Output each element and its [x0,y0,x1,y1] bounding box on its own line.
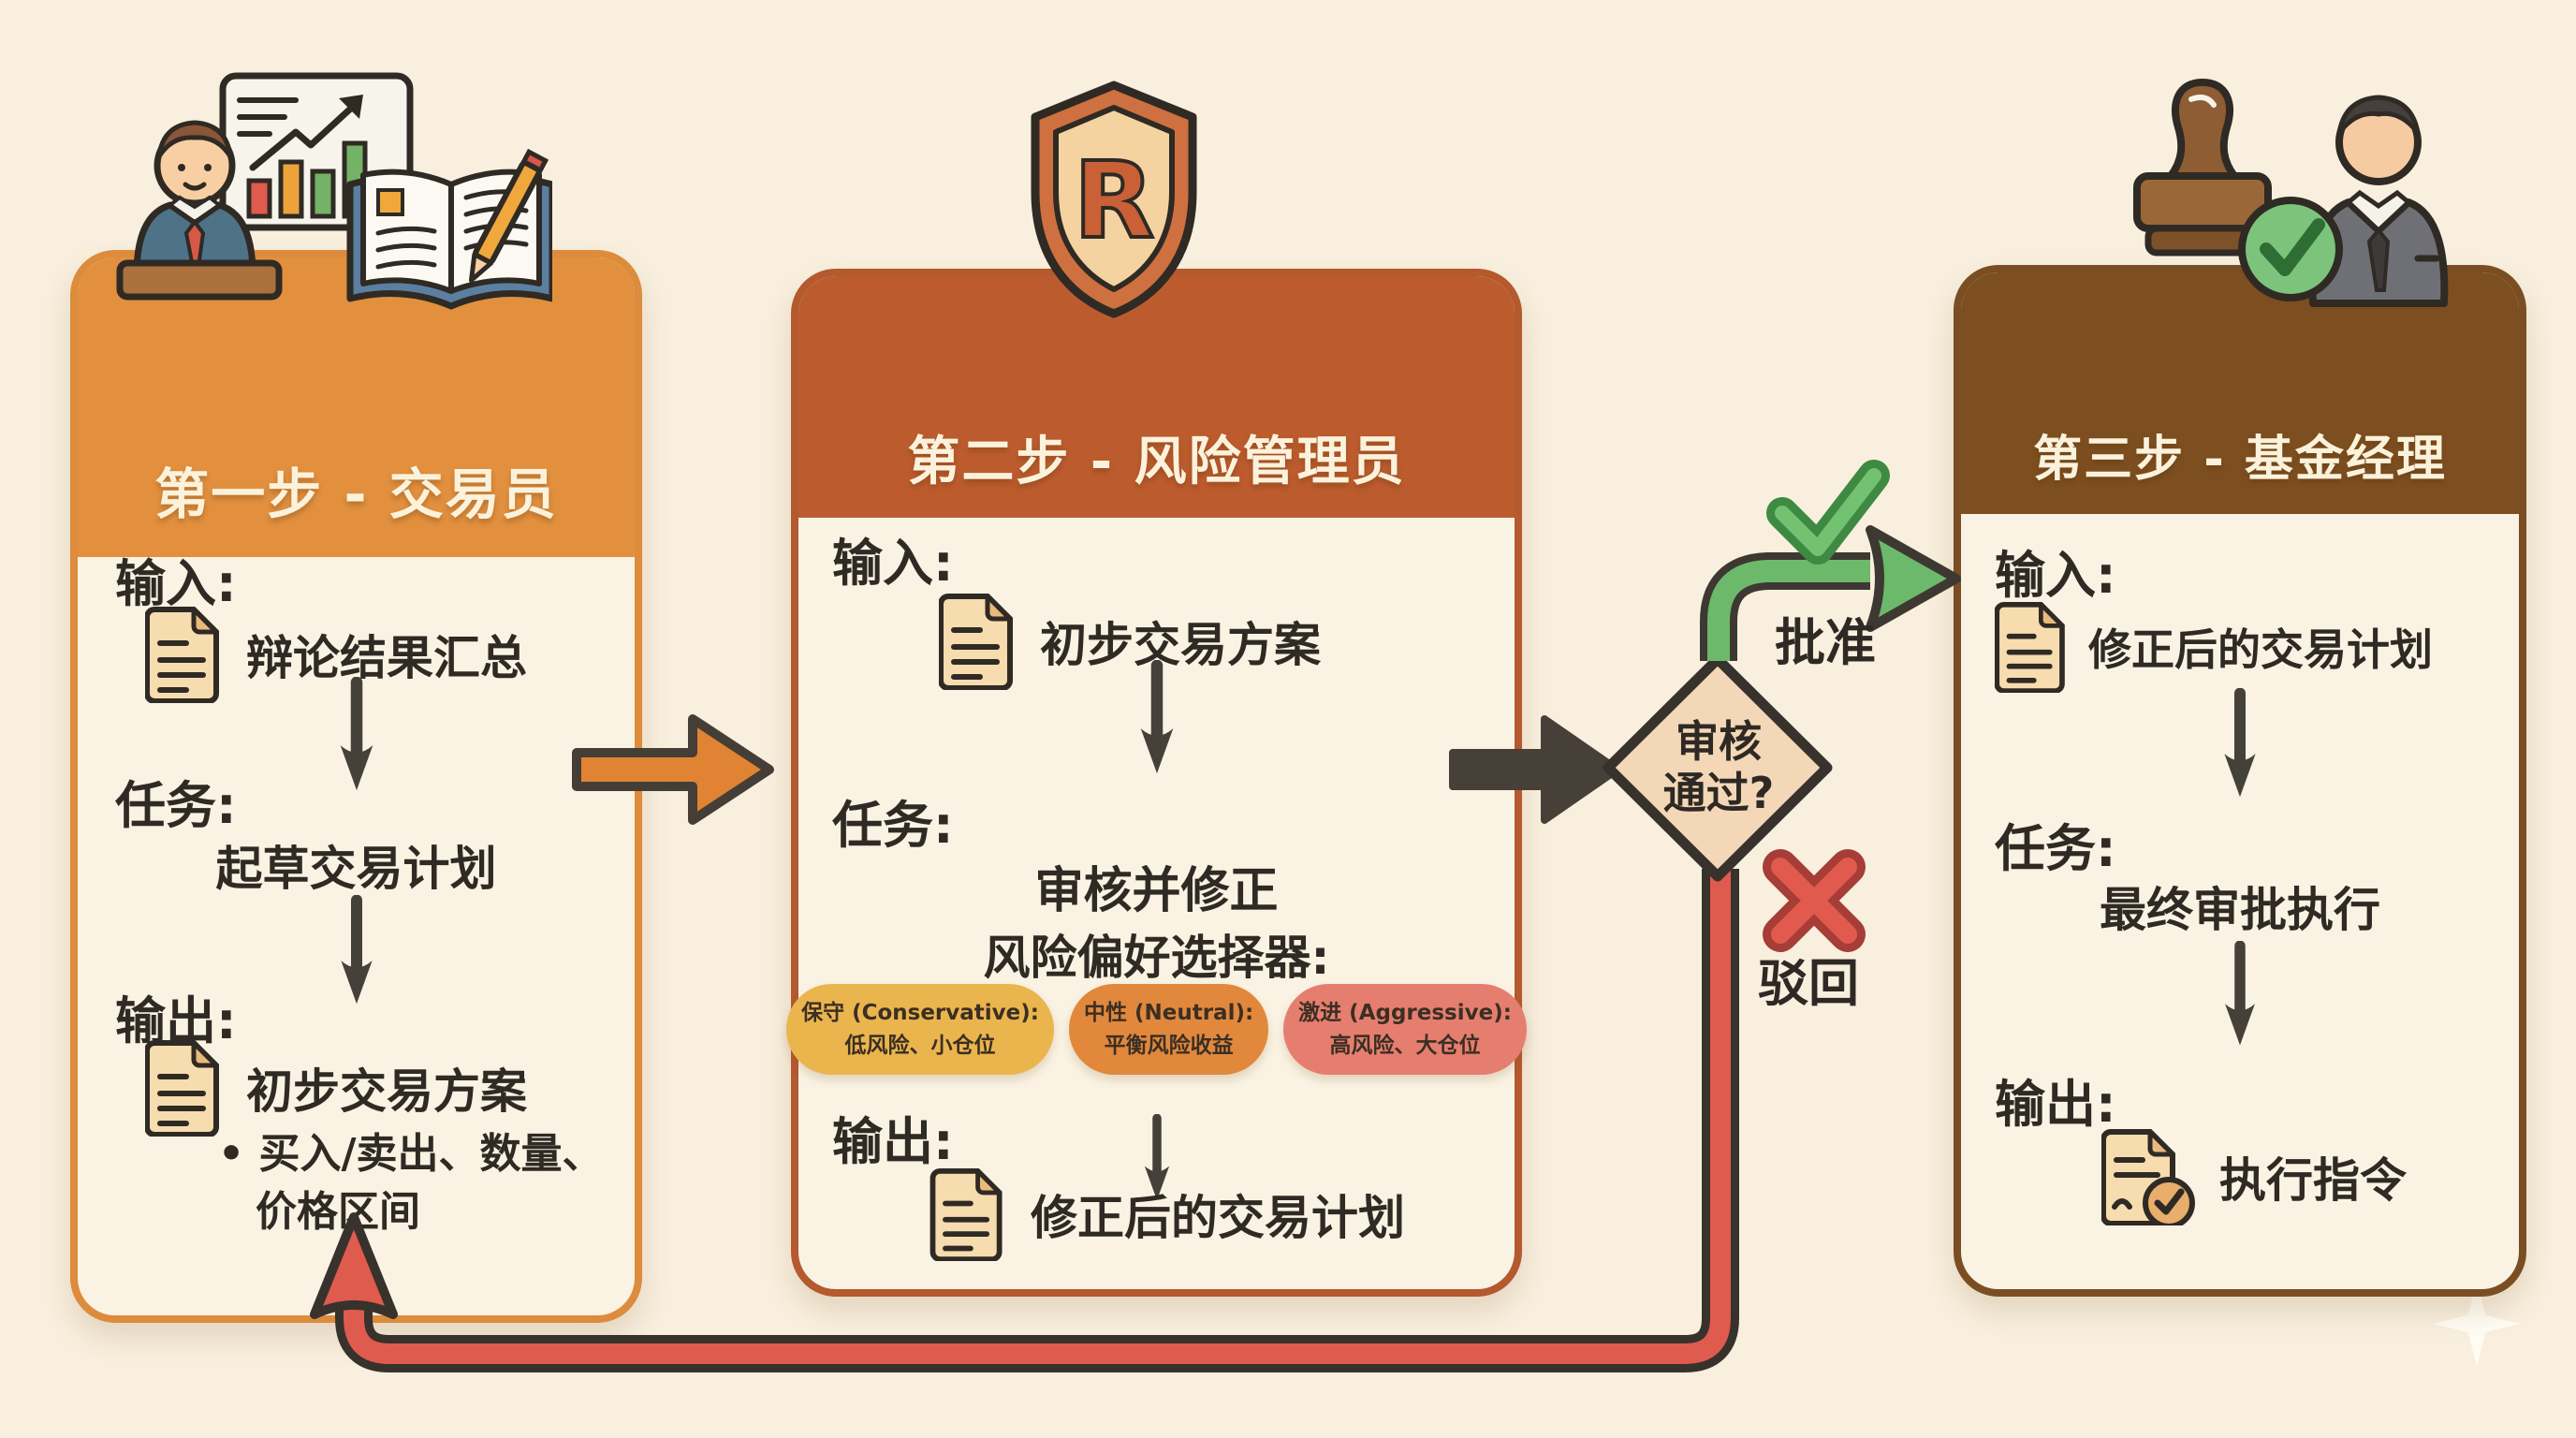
chip-neutral: 中性 (Neutral): 平衡风险收益 [1068,984,1269,1075]
step3-input-row: 修正后的交易计划 [1995,601,2433,693]
step2-illustration: R [1031,81,1197,318]
check-circle-icon [2238,197,2343,301]
step2-input-row: 初步交易方案 [939,593,1321,690]
step1-task-label: 任务: [115,776,237,835]
step1-trader-card: 第一步 - 交易员 输入: 辩论结果汇总 任务: 起草交易计划 输出: 初步交易… [70,250,642,1323]
step3-fund-manager-card: 第三步 - 基金经理 输入: 修正后的交易计划 任务: 最终审批执行 输出: 执… [1954,265,2526,1297]
shield-letter: R [1074,140,1154,262]
step2-title: 第二步 - 风险管理员 [907,432,1406,492]
step1-output-item: 初步交易方案 [246,1064,527,1119]
step3-title: 第三步 - 基金经理 [2033,432,2447,488]
step3-output-item: 执行指令 [2219,1153,2407,1208]
shield-r-icon: R [1031,81,1197,318]
chip-aggressive-line1: 激进 (Aggressive): [1298,1001,1512,1025]
step1-input-row: 辩论结果汇总 [145,606,527,703]
document-icon [929,1167,1006,1261]
chip-aggressive-line2: 高风险、大仓位 [1329,1033,1481,1058]
document-icon [145,606,222,703]
step3-input-item: 修正后的交易计划 [2088,624,2433,675]
step2-task-label: 任务: [832,796,954,855]
down-arrow-icon [336,677,375,794]
step3-header: 第三步 - 基金经理 [1961,272,2519,514]
approve-label: 批准 [1775,613,1876,672]
step1-task-item: 起草交易计划 [215,842,497,896]
stamp-icon [2133,79,2272,257]
step1-title: 第一步 - 交易员 [154,462,558,526]
risk-chips-row: 保守 (Conservative): 低风险、小仓位 中性 (Neutral):… [786,984,1527,1075]
decision-question: 审核 通过? [1612,665,1825,871]
open-book-icon [346,148,552,310]
step1-output-bullet-line1: • 买入/卖出、数量、 [218,1130,604,1178]
manager-avatar-icon [2308,95,2449,307]
step3-input-label: 输入: [1995,546,2116,605]
step3-task-label: 任务: [1995,819,2116,878]
step2-header: 第二步 - 风险管理员 [798,276,1515,518]
step1-illustration [116,72,552,310]
step1-input-label: 输入: [115,554,237,613]
step1-input-item: 辩论结果汇总 [246,631,527,685]
down-arrow-icon [337,895,375,1007]
cross-icon [1763,849,1866,952]
document-icon [1995,601,2068,693]
reject-label: 驳回 [1758,954,1859,1013]
step2-input-label: 输入: [832,534,954,593]
step3-task-item: 最终审批执行 [2100,883,2380,937]
step3-illustration [2133,79,2449,307]
chip-conservative: 保守 (Conservative): 低风险、小仓位 [786,984,1054,1075]
step1-header: 第一步 - 交易员 [78,257,635,557]
check-icon [1766,460,1890,565]
document-check-icon [2101,1128,2195,1225]
chip-conservative-line1: 保守 (Conservative): [801,1001,1039,1025]
down-arrow-icon [2222,941,2259,1049]
step3-output-row: 执行指令 [2101,1128,2407,1225]
trader-avatar-icon [116,120,283,301]
decision-question-line2: 通过? [1662,768,1775,818]
risk-selector-title: 风险偏好选择器: [983,931,1330,985]
step2-output-row: 修正后的交易计划 [929,1167,1405,1261]
document-icon [145,1039,222,1137]
down-arrow-icon [1136,660,1176,777]
step1-output-bullet-line2: 价格区间 [256,1188,420,1236]
chip-aggressive: 激进 (Aggressive): 高风险、大仓位 [1283,984,1527,1075]
decision-question-line1: 审核 [1676,715,1762,767]
document-icon [939,593,1016,690]
chip-neutral-line2: 平衡风险收益 [1104,1033,1234,1058]
chip-conservative-line2: 低风险、小仓位 [844,1033,996,1058]
down-arrow-icon [2221,688,2260,800]
chip-neutral-line1: 中性 (Neutral): [1083,1001,1254,1025]
step2-output-label: 输出: [832,1112,954,1171]
step2-risk-manager-card: 第二步 - 风险管理员 输入: 初步交易方案 任务: 审核并修正 风险偏好选择器… [786,269,1527,1297]
step3-output-label: 输出: [1995,1075,2116,1134]
step2-output-item: 修正后的交易计划 [1031,1191,1405,1245]
step2-task-item: 审核并修正 [1034,863,1279,919]
step2-input-item: 初步交易方案 [1040,618,1321,672]
pencil-icon [468,148,549,283]
